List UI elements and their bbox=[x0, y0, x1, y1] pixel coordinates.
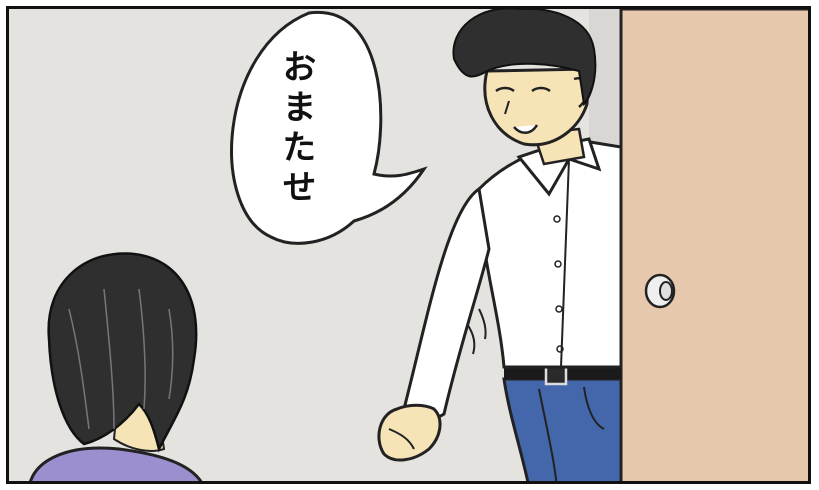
door-knob bbox=[644, 273, 676, 309]
fist bbox=[377, 403, 442, 462]
comic-panel: おまたせ bbox=[6, 6, 811, 484]
man bbox=[377, 9, 623, 481]
scene-illustration bbox=[9, 9, 808, 481]
woman-hair bbox=[47, 252, 198, 453]
speech-bubble-text: おまたせ bbox=[276, 49, 316, 209]
sweater bbox=[29, 446, 203, 481]
man-hair bbox=[452, 9, 597, 107]
speech-bubble bbox=[230, 11, 428, 245]
woman bbox=[29, 252, 203, 481]
door bbox=[619, 9, 808, 481]
